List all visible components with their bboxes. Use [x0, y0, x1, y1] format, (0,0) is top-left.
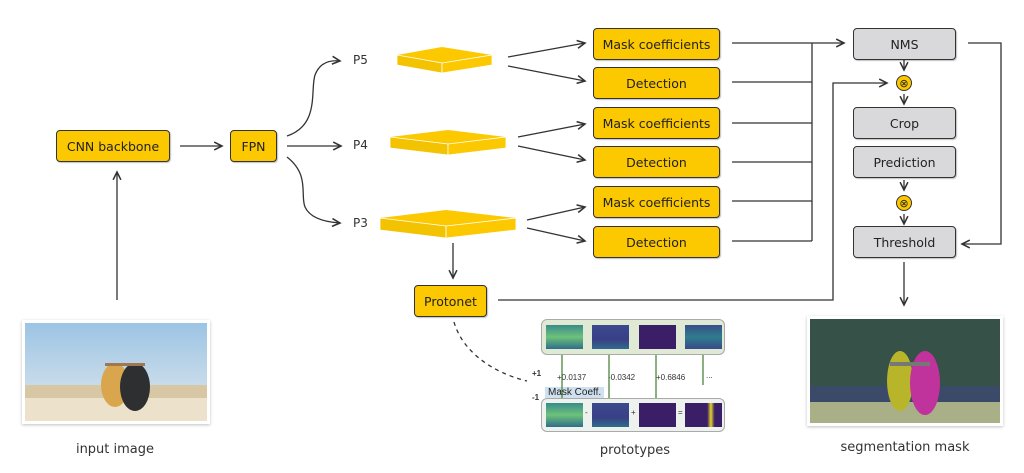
dogs-on-beach-photo	[25, 323, 207, 421]
arrow-p5-to-mask	[507, 43, 585, 58]
prototype-result-image	[685, 403, 722, 427]
arrow-p4-to-det	[517, 145, 585, 160]
operator: -	[585, 408, 588, 417]
coefficient-value: +0.6846	[656, 373, 686, 382]
level-label-p4: P4	[353, 138, 368, 152]
prototype-image	[592, 325, 629, 349]
p4-detection-box: Detection	[593, 146, 720, 178]
prototype-image	[546, 403, 583, 427]
fpn-label: FPN	[241, 138, 266, 154]
protonet-box: Protonet	[414, 285, 487, 317]
head-label: Mask coefficients	[602, 36, 711, 52]
crop-box: Crop	[853, 107, 956, 139]
crop-label: Crop	[889, 115, 920, 131]
coefficient-value: +0.0137	[557, 373, 587, 382]
arrow-protonet-to-multiply	[498, 83, 887, 301]
nms-box: NMS	[853, 28, 956, 60]
prototype-image	[546, 325, 583, 349]
segmentation-mask-render	[810, 319, 1000, 423]
prototypes-top-panel	[541, 319, 725, 355]
arrow-p5-to-det	[507, 65, 585, 81]
head-label: Detection	[626, 154, 687, 170]
head-label: Detection	[626, 234, 687, 250]
level-label-p3: P3	[353, 216, 368, 230]
cnn-backbone-box: CNN backbone	[56, 130, 170, 162]
threshold-label: Threshold	[873, 234, 936, 250]
prototypes-caption: prototypes	[599, 443, 671, 458]
coefficient-value: ...	[706, 371, 713, 380]
prototype-image	[639, 403, 676, 427]
arrow-fpn-to-p3	[286, 156, 340, 223]
nms-label: NMS	[890, 36, 919, 52]
prototype-image	[685, 325, 722, 349]
operator: +	[631, 408, 636, 417]
mask-coeff-label: Mask Coeff.	[545, 387, 605, 398]
threshold-box: Threshold	[853, 226, 956, 258]
segmentation-mask-image	[807, 316, 1003, 426]
feature-slab-p5	[396, 47, 493, 74]
head-label: Detection	[626, 75, 687, 91]
input-image	[22, 320, 210, 424]
p5-detection-box: Detection	[593, 67, 720, 99]
feature-slab-p3	[379, 210, 517, 239]
arrow-fpn-to-p5	[286, 61, 340, 137]
input-image-caption: input image	[75, 442, 155, 457]
prediction-box: Prediction	[853, 146, 956, 178]
coefficient-value: -0.0342	[608, 373, 636, 382]
dashed-protonet-to-prototypes	[453, 321, 528, 382]
p3-mask-coefficients-box: Mask coefficients	[593, 186, 720, 218]
p4-mask-coefficients-box: Mask coefficients	[593, 107, 720, 139]
p5-mask-coefficients-box: Mask coefficients	[593, 28, 720, 60]
feature-slab-p4	[389, 130, 507, 156]
fpn-box: FPN	[230, 130, 277, 162]
arrow-p4-to-mask	[517, 124, 585, 138]
arrow-p3-to-mask	[526, 207, 585, 221]
prototype-image	[592, 403, 629, 427]
segmentation-mask-caption: segmentation mask	[840, 440, 970, 455]
multiply-icon: ⊗	[896, 75, 912, 91]
arrow-nms-to-threshold	[962, 42, 1002, 244]
head-label: Mask coefficients	[602, 115, 711, 131]
multiply-icon: ⊗	[896, 195, 912, 211]
level-label-p5: P5	[353, 53, 368, 67]
prototype-image	[639, 325, 676, 349]
head-label: Mask coefficients	[602, 194, 711, 210]
cnn-backbone-label: CNN backbone	[66, 138, 160, 154]
operator: =	[678, 408, 683, 417]
axis-bottom-label: -1	[532, 393, 540, 402]
prediction-label: Prediction	[873, 154, 936, 170]
protonet-label: Protonet	[424, 293, 477, 309]
arrow-p3-to-det	[526, 227, 585, 241]
axis-top-label: +1	[532, 369, 542, 378]
prototypes-bottom-panel: - + =	[541, 398, 725, 432]
p3-detection-box: Detection	[593, 226, 720, 258]
